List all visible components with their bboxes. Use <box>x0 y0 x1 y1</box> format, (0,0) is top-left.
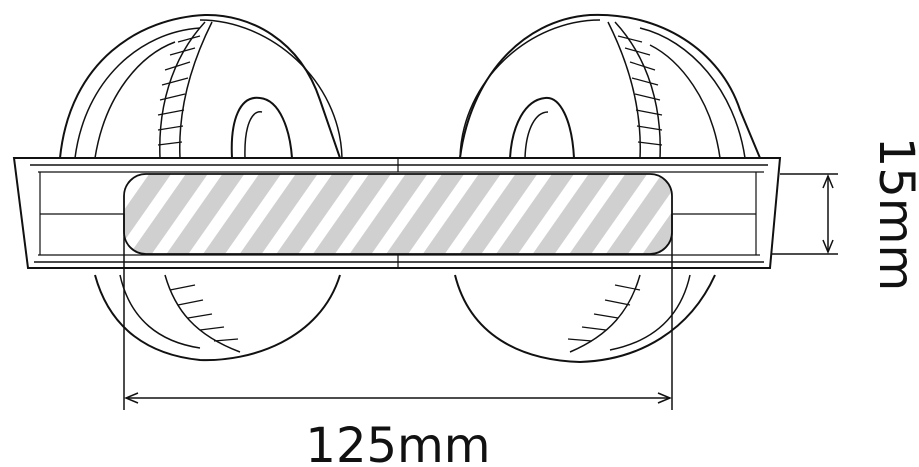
height-dimension-label: 15mm <box>868 137 919 292</box>
height-dimension <box>772 173 838 255</box>
right-ear-cup <box>454 13 761 364</box>
width-dimension-label: 125mm <box>305 418 490 467</box>
left-ear-cup <box>59 13 343 362</box>
width-dimension <box>123 214 673 410</box>
print-area <box>123 173 673 255</box>
